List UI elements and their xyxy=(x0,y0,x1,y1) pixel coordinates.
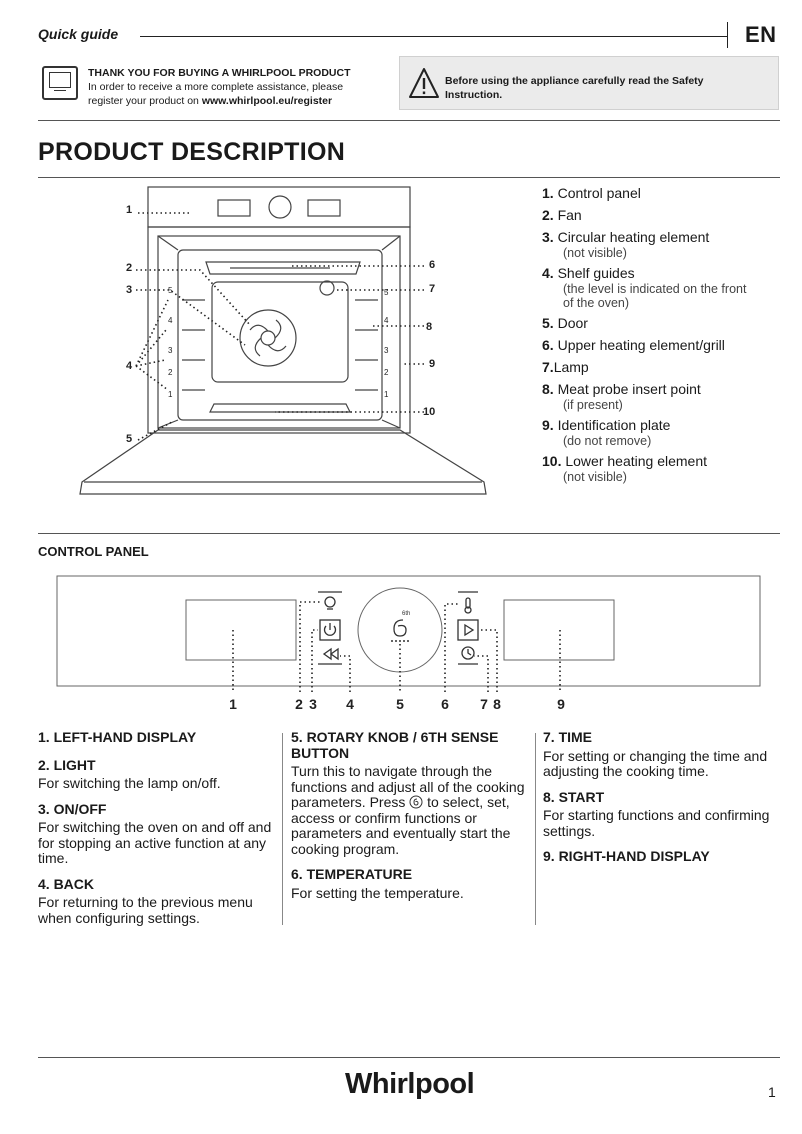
callout-2: 2 xyxy=(126,262,132,274)
heading-back: 4. BACK xyxy=(38,875,95,892)
register-line-1: In order to receive a more complete assi… xyxy=(88,81,344,93)
svg-text:2: 2 xyxy=(168,368,173,377)
section-title: CONTROL PANEL xyxy=(38,544,149,559)
legend-item: 8. Meat probe insert point(if present) xyxy=(542,381,701,412)
footer-rule xyxy=(38,1057,780,1058)
callout-5: 5 xyxy=(126,433,132,445)
text-rotary-knob: Turn this to navigate through the functi… xyxy=(291,763,525,857)
legend-item: 4. Shelf guides(the level is indicated o… xyxy=(542,265,747,310)
text-time: For setting or changing the time and adj… xyxy=(543,747,768,779)
svg-text:1: 1 xyxy=(168,390,173,399)
panel-callout-5: 5 xyxy=(396,696,404,712)
panel-callout-4: 4 xyxy=(346,696,354,712)
column-divider xyxy=(282,733,283,925)
panel-callout-7: 7 xyxy=(480,696,488,712)
legend-item: 2. Fan xyxy=(542,207,582,223)
divider xyxy=(38,120,780,121)
control-column-1: 1. LEFT-HAND DISPLAY 2. LIGHT For switch… xyxy=(38,729,276,936)
knob-6th-label: 6th xyxy=(402,611,410,617)
panel-callout-6: 6 xyxy=(441,696,449,712)
language-code: EN xyxy=(745,22,777,47)
heading-left-display: 1. LEFT-HAND DISPLAY xyxy=(38,729,197,745)
heading-light: 2. LIGHT xyxy=(38,756,96,773)
panel-callout-1: 1 xyxy=(229,696,237,712)
callout-1: 1 xyxy=(126,204,132,216)
control-column-2: 5. ROTARY KNOB / 6TH SENSE BUTTON Turn t… xyxy=(291,729,527,911)
register-url[interactable]: www.whirlpool.eu/register xyxy=(201,95,333,107)
quick-guide-label: Quick guide xyxy=(38,26,119,42)
heading-temperature: 6. TEMPERATURE xyxy=(291,866,413,882)
text-temperature: For setting the temperature. xyxy=(291,884,464,901)
warning-icon xyxy=(409,68,439,98)
legend-item: 1. Control panel xyxy=(542,185,641,201)
heading-rotary-knob: 5. ROTARY KNOB / 6TH SENSE BUTTON xyxy=(291,729,499,761)
column-divider xyxy=(535,733,536,925)
heading-on-off: 3. ON/OFF xyxy=(38,800,107,817)
svg-text:1: 1 xyxy=(384,390,389,399)
header-divider xyxy=(727,22,728,48)
control-panel-diagram: 6th 1 2 3 4 5 6 7 8 9 xyxy=(56,575,761,712)
callout-7: 7 xyxy=(429,283,435,295)
text-on-off: For switching the oven on and off and fo… xyxy=(38,819,272,866)
svg-text:4: 4 xyxy=(384,316,389,325)
divider xyxy=(38,533,780,534)
callout-6: 6 xyxy=(429,259,435,271)
legend-item: 5. Door xyxy=(542,315,588,331)
svg-text:2: 2 xyxy=(384,368,389,377)
panel-callout-8: 8 xyxy=(493,696,501,712)
callout-8: 8 xyxy=(426,321,432,333)
svg-text:3: 3 xyxy=(384,346,389,355)
legend-item: 9. Identification plate(do not remove) xyxy=(542,417,671,448)
heading-time: 7. TIME xyxy=(543,729,593,745)
panel-callout-2: 2 xyxy=(295,696,303,712)
heading-right-display: 9. RIGHT-HAND DISPLAY xyxy=(543,848,710,864)
svg-text:5: 5 xyxy=(168,286,173,295)
computer-icon xyxy=(42,66,78,100)
callout-3: 3 xyxy=(126,284,132,296)
whirlpool-logo: Whirlpool xyxy=(345,1068,475,1100)
legend-item: 7.Lamp xyxy=(542,359,589,375)
register-title: THANK YOU FOR BUYING A WHIRLPOOL PRODUCT xyxy=(88,67,351,79)
safety-notice: Before using the appliance carefully rea… xyxy=(399,56,779,110)
panel-callout-9: 9 xyxy=(557,696,565,712)
safety-line-1: Before using the appliance carefully rea… xyxy=(445,75,704,87)
legend-item: 10. Lower heating element(not visible) xyxy=(542,453,708,484)
header-rule xyxy=(140,36,728,37)
register-line-2: register your product on xyxy=(88,95,202,107)
callout-4: 4 xyxy=(126,360,133,372)
svg-text:5: 5 xyxy=(384,288,389,297)
safety-line-2: Instruction. xyxy=(445,89,503,101)
svg-text:3: 3 xyxy=(168,346,173,355)
control-column-3: 7. TIME For setting or changing the time… xyxy=(543,729,783,868)
section-title: PRODUCT DESCRIPTION xyxy=(38,138,346,166)
callout-9: 9 xyxy=(429,358,435,370)
callout-10: 10 xyxy=(423,406,435,418)
panel-callout-3: 3 xyxy=(309,696,317,712)
legend-item: 6. Upper heating element/grill xyxy=(542,337,725,353)
oven-diagram: 5 4 3 2 1 5 4 3 2 1 1 2 3 4 5 6 7 8 9 10 xyxy=(79,186,487,495)
component-legend: 1. Control panel 2. Fan 3. Circular heat… xyxy=(542,185,792,489)
legend-item: 3. Circular heating element(not visible) xyxy=(542,229,710,260)
text-start: For starting functions and confirming se… xyxy=(543,807,770,839)
heading-start: 8. START xyxy=(543,788,605,805)
svg-text:4: 4 xyxy=(168,316,173,325)
register-notice: THANK YOU FOR BUYING A WHIRLPOOL PRODUCT… xyxy=(88,66,378,108)
text-light: For switching the lamp on/off. xyxy=(38,775,221,791)
divider xyxy=(38,177,780,178)
sixth-sense-icon xyxy=(409,795,423,809)
text-back: For returning to the previous menu when … xyxy=(38,894,253,926)
page-number: 1 xyxy=(768,1084,776,1100)
